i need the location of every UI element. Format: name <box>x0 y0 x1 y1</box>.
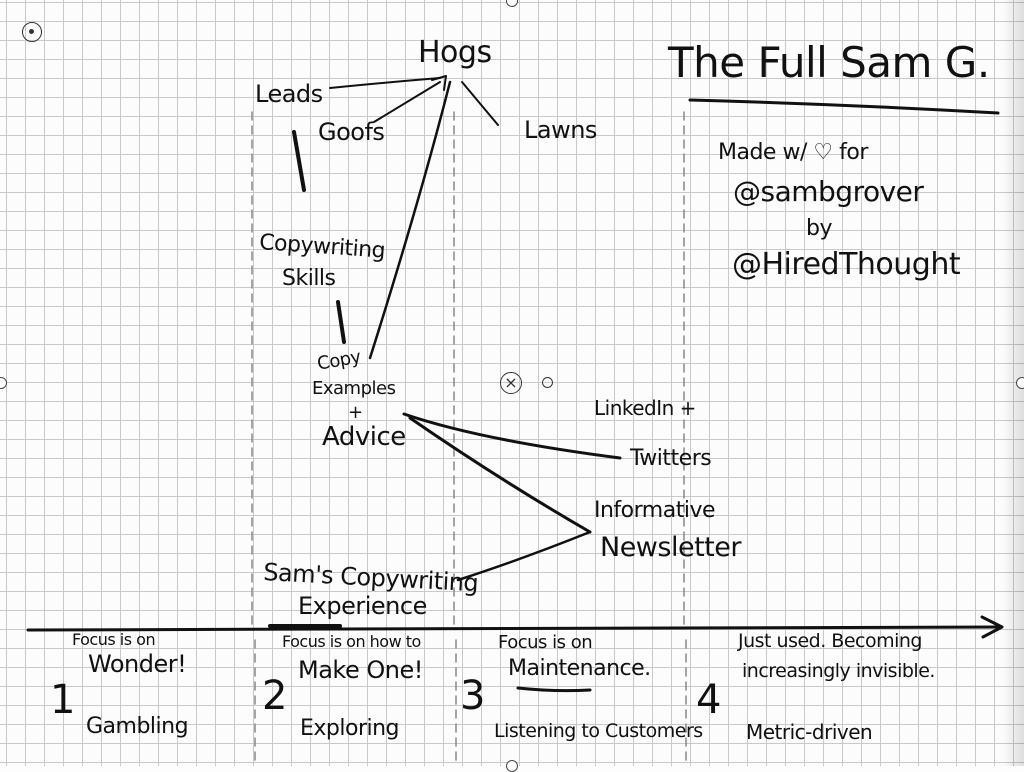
stage-2-focus-line1: Focus is on how to <box>282 632 421 651</box>
resize-handle-bottom[interactable] <box>506 760 518 772</box>
timeline-axis <box>26 625 1002 632</box>
node-hogs: Hogs <box>418 35 492 70</box>
settings-toggle-icon[interactable] <box>22 22 42 42</box>
stage-4-focus-line2: increasingly invisible. <box>742 660 935 682</box>
timeline-arrowhead <box>980 615 1004 639</box>
title-underline <box>688 98 1000 115</box>
leads-to-hogs <box>329 77 441 89</box>
node-newsletter-line2: Newsletter <box>600 532 741 563</box>
node-goofs: Goofs <box>318 118 385 146</box>
stage-4-label: Metric-driven <box>746 720 873 744</box>
lawns-to-hogs <box>461 81 499 126</box>
stage-2-label: Exploring <box>300 716 400 741</box>
goofs-to-hogs <box>373 81 441 123</box>
node-copy-examples-line3: + <box>348 402 363 423</box>
stage-3-focus-line1: Focus is on <box>498 632 593 653</box>
stage-4-number: 4 <box>696 677 721 723</box>
node-copy-examples-line2: Examples <box>312 378 396 399</box>
stage-2-focus-line2: Make One! <box>298 656 423 684</box>
node-newsletter-line1: Informative <box>594 498 716 523</box>
examples-to-newsletter <box>408 416 592 534</box>
hogs-arrowhead <box>431 75 447 91</box>
credit-by: by <box>806 216 832 241</box>
examples-to-hogs <box>368 80 452 360</box>
node-twitters: Twitters <box>630 446 712 471</box>
credit-made-label: Made w/ <box>718 140 807 165</box>
credit-for-label: for <box>839 140 868 165</box>
node-copywriting-skills-line2: Skills <box>282 266 336 291</box>
stage-3-label: Listening to Customers <box>494 720 703 742</box>
stage-3-number: 3 <box>460 673 485 719</box>
credit-handle-1: @sambgrover <box>733 175 924 208</box>
settings-toggle-dot-icon <box>29 29 34 34</box>
resize-handle-right[interactable] <box>1016 377 1024 389</box>
delete-selection-icon[interactable]: × <box>500 372 522 394</box>
node-experience-line2: Experience <box>298 592 427 620</box>
stage-4-focus-line1: Just used. Becoming <box>738 630 923 652</box>
newsletter-to-experience <box>456 530 592 582</box>
selection-handle-icon[interactable] <box>542 377 553 388</box>
credit-handle-2: @HiredThought <box>732 247 961 282</box>
credit-made-with: Made w/ ♡ for <box>718 142 868 164</box>
stage-1-focus-line1: Focus is on <box>72 630 156 649</box>
stage-1-label: Gambling <box>86 714 189 739</box>
node-lawns: Lawns <box>524 116 597 144</box>
node-copy-examples-line4: Advice <box>322 422 406 452</box>
skills-to-examples <box>336 300 346 344</box>
stage-2-number: 2 <box>262 673 287 719</box>
heart-icon: ♡ <box>813 140 833 165</box>
node-linkedin: LinkedIn + <box>594 396 696 420</box>
stage-1-focus-line2: Wonder! <box>88 650 187 678</box>
page-title: The Full Sam G. <box>668 38 990 87</box>
page-edge-shadow <box>1002 0 1024 766</box>
leads-to-skills <box>292 130 306 192</box>
maintenance-underline <box>516 686 592 693</box>
stage-3-focus-line2: Maintenance. <box>508 656 651 681</box>
stage-1-number: 1 <box>50 677 75 723</box>
node-leads: Leads <box>255 80 323 108</box>
examples-to-twitters <box>402 412 622 460</box>
